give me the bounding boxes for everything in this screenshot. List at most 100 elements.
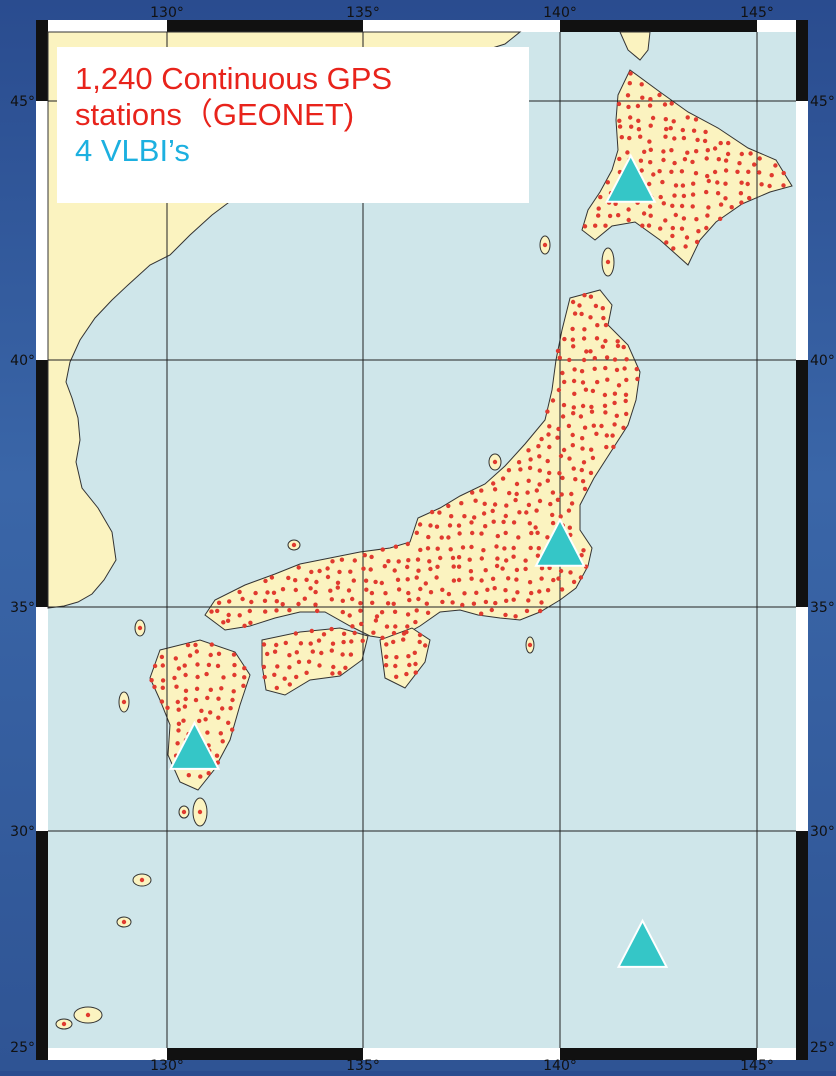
gps-station-dot bbox=[219, 686, 224, 691]
gps-station-dot bbox=[545, 535, 550, 540]
gps-station-dot bbox=[274, 608, 279, 613]
gps-station-dot bbox=[183, 696, 188, 702]
gps-station-dot bbox=[680, 183, 686, 188]
gps-station-dot bbox=[567, 456, 572, 461]
gps-station-dot bbox=[573, 477, 578, 482]
gps-station-dot bbox=[248, 620, 253, 625]
gps-station-dot bbox=[582, 327, 587, 332]
gps-station-dot bbox=[668, 126, 673, 131]
gps-station-dot bbox=[380, 547, 385, 552]
gps-station-dot bbox=[671, 119, 676, 124]
gps-station-dot bbox=[294, 674, 299, 680]
gps-station-dot bbox=[451, 564, 456, 569]
gps-station-dot bbox=[242, 666, 247, 671]
gps-station-dot bbox=[329, 597, 334, 602]
gps-station-dot bbox=[602, 403, 608, 408]
gps-station-dot bbox=[670, 233, 675, 239]
hokkaido bbox=[581, 69, 793, 266]
gps-station-dot bbox=[197, 809, 203, 815]
gps-station-dot bbox=[340, 652, 345, 657]
gps-station-dot bbox=[439, 535, 444, 540]
gps-station-dot bbox=[216, 715, 221, 720]
gps-station-dot bbox=[393, 624, 398, 629]
gps-station-dot bbox=[371, 630, 376, 635]
gps-station-dot bbox=[527, 521, 532, 526]
gps-station-dot bbox=[616, 383, 622, 388]
gps-station-dot bbox=[446, 535, 451, 540]
gps-station-dot bbox=[382, 564, 387, 569]
gps-station-dot bbox=[662, 102, 668, 107]
gps-station-dot bbox=[449, 514, 454, 519]
gps-station-dot bbox=[482, 501, 487, 506]
gps-station-dot bbox=[534, 488, 539, 493]
gps-station-dot bbox=[625, 150, 630, 155]
gps-station-dot bbox=[352, 558, 357, 563]
gps-station-dot bbox=[679, 203, 685, 209]
gps-station-dot bbox=[242, 675, 247, 680]
gps-station-dot bbox=[316, 638, 322, 643]
gps-station-dot bbox=[384, 654, 389, 659]
gps-station-dot bbox=[663, 117, 668, 122]
gps-station-dot bbox=[571, 344, 576, 349]
gps-station-dot bbox=[648, 147, 653, 152]
gps-station-dot bbox=[216, 696, 221, 701]
gps-station-dot bbox=[310, 649, 315, 654]
gps-station-dot bbox=[516, 535, 521, 540]
gps-station-dot bbox=[715, 180, 720, 185]
gps-station-dot bbox=[650, 115, 656, 121]
gps-station-dot bbox=[329, 626, 334, 632]
gps-station-dot bbox=[559, 587, 565, 592]
gps-station-dot bbox=[360, 638, 365, 643]
lon-label-bottom-145: 145° bbox=[740, 1058, 774, 1071]
gps-station-dot bbox=[683, 244, 688, 249]
gps-station-dot bbox=[712, 146, 718, 151]
gps-station-dot bbox=[227, 599, 232, 604]
gps-station-dot bbox=[571, 378, 577, 384]
gps-station-dot bbox=[705, 213, 710, 218]
gps-station-dot bbox=[624, 411, 629, 417]
gps-station-dot bbox=[182, 704, 188, 709]
gps-station-dot bbox=[384, 642, 389, 647]
gps-station-dot bbox=[641, 211, 647, 216]
gps-station-dot bbox=[495, 533, 500, 539]
gps-station-dot bbox=[615, 339, 620, 344]
gps-station-dot bbox=[716, 157, 721, 162]
gps-station-dot bbox=[417, 639, 422, 645]
gps-station-dot bbox=[558, 514, 563, 519]
gps-station-dot bbox=[592, 356, 597, 361]
gps-station-dot bbox=[347, 613, 352, 618]
gps-station-dot bbox=[580, 446, 585, 451]
gps-station-dot bbox=[462, 591, 467, 596]
gps-station-dot bbox=[661, 157, 666, 163]
gps-station-dot bbox=[215, 608, 220, 614]
gps-station-dot bbox=[579, 311, 584, 317]
gps-station-dot bbox=[393, 663, 398, 669]
gps-station-dot bbox=[504, 598, 509, 603]
gps-station-dot bbox=[511, 520, 517, 525]
gps-station-dot bbox=[231, 689, 236, 694]
gps-station-dot bbox=[626, 104, 631, 110]
gps-station-dot bbox=[705, 173, 710, 179]
gps-station-dot bbox=[627, 81, 632, 86]
gps-station-dot bbox=[362, 553, 367, 558]
gps-station-dot bbox=[242, 623, 247, 628]
gps-station-dot bbox=[680, 127, 685, 133]
gps-station-dot bbox=[479, 611, 484, 616]
lon-label-bottom-135: 135° bbox=[346, 1058, 380, 1071]
gps-station-dot bbox=[374, 614, 380, 619]
gps-station-dot bbox=[193, 642, 198, 648]
gps-station-dot bbox=[571, 411, 576, 416]
gps-station-dot bbox=[660, 179, 665, 185]
gps-station-dot bbox=[417, 522, 423, 527]
gps-station-dot bbox=[467, 557, 472, 562]
gps-station-dot bbox=[619, 135, 624, 140]
gps-station-dot bbox=[598, 194, 603, 200]
gps-station-dot bbox=[435, 546, 440, 551]
gps-station-dot bbox=[379, 610, 385, 615]
gps-station-dot bbox=[350, 596, 355, 602]
gps-station-dot bbox=[274, 685, 279, 691]
gps-station-dot bbox=[429, 509, 435, 515]
gps-station-dot bbox=[759, 182, 764, 187]
gps-station-dot bbox=[294, 650, 299, 655]
gps-station-dot bbox=[232, 662, 237, 668]
